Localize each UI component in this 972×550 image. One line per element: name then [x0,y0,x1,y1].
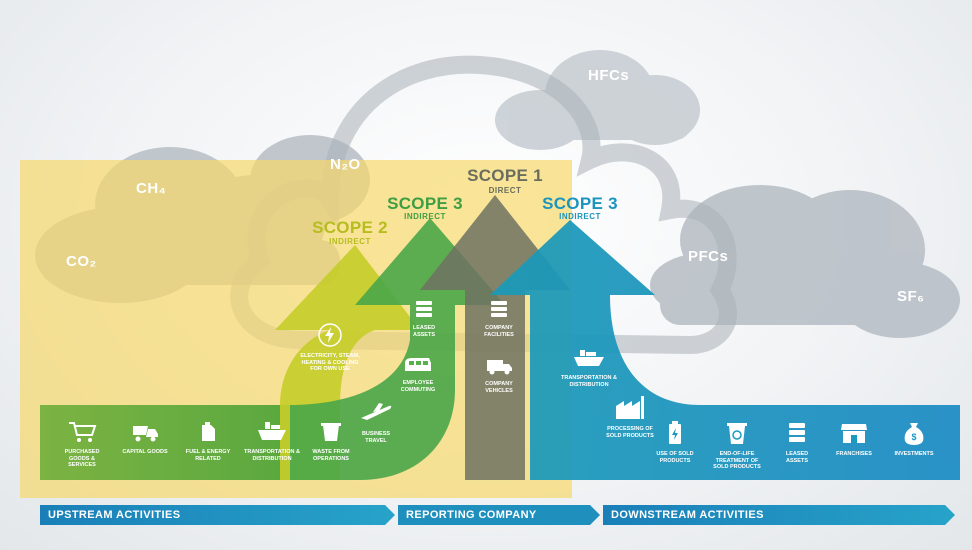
downstream-item-label: FRANCHISES [836,451,872,457]
upstream-item: BUSINESS TRAVEL [354,400,398,444]
upstream-item: PURCHASED GOODS & SERVICES [56,420,108,469]
downstream-activities-label: DOWNSTREAM ACTIVITIES [611,509,764,521]
money-bag-icon: $ [904,423,924,445]
van-icon [487,360,512,375]
scope3-upstream-title: SCOPE 3 [387,194,463,213]
building-icon [491,301,507,317]
upstream-item-label: PURCHASED GOODS & SERVICES [64,449,100,469]
downstream-item-label: USE OF SOLD PRODUCTS [656,451,694,464]
scope2-item: ELECTRICITY, STEAM, HEATING & COOLING FO… [298,322,362,373]
downstream-item: $ INVESTMENTS [888,420,940,458]
upstream-item-label: FUEL & ENERGY RELATED [185,449,231,462]
upstream-item: FUEL & ENERGY RELATED [183,420,233,462]
scope2-item-label: ELECTRICITY, STEAM, HEATING & COOLING FO… [300,353,360,373]
upstream-band [40,505,395,525]
battery-icon [669,421,681,444]
gas-sf6: SF₆ [897,288,925,305]
upstream-item-label: WASTE FROM OPERATIONS [312,449,350,462]
ship-icon [574,350,604,366]
storefront-icon [841,424,867,443]
upstream-item-label: TRANSPORTATION & DISTRIBUTION [243,449,300,462]
scope2-subtitle: INDIRECT [329,237,371,246]
scope3-upstream-item-label: LEASED ASSETS [412,325,436,338]
scope1-company-vehicles: COMPANY VEHICLES [475,356,523,394]
scope3-upstream-commuting: EMPLOYEE COMMUTING [392,355,444,393]
upstream-item: CAPITAL GOODS [122,420,168,456]
scope3-downstream-title: SCOPE 3 [542,194,618,213]
plane-icon [361,403,392,420]
upstream-item-label: CAPITAL GOODS [122,449,168,455]
lightning-icon [318,323,342,347]
scope3-downstream-subtitle: INDIRECT [559,212,601,221]
scope2-title: SCOPE 2 [312,218,388,237]
downstream-item: LEASED ASSETS [776,420,818,464]
downstream-band [603,505,955,525]
scope3-downstream-item-label: TRANSPORTATION & DISTRIBUTION [560,375,617,388]
scope1-title: SCOPE 1 [467,166,543,185]
gas-ch4: CH₄ [136,180,167,197]
ship-icon [258,422,286,440]
gas-co2: CO₂ [66,253,97,270]
scope1-item-label: COMPANY VEHICLES [485,381,513,394]
scope1-company-facilities: COMPANY FACILITIES [475,298,523,338]
downstream-item-label: END-OF-LIFE TREATMENT OF SOLD PRODUCTS [713,451,761,471]
upstream-item: WASTE FROM OPERATIONS [305,420,357,462]
gas-pfcs: PFCs [688,248,729,265]
waste-icon [321,423,341,441]
upstream-item: TRANSPORTATION & DISTRIBUTION [243,418,301,462]
downstream-item: USE OF SOLD PRODUCTS [654,420,696,464]
scope3-downstream-arrow [490,220,960,480]
downstream-item-label: PROCESSING OF SOLD PRODUCTS [606,426,654,439]
recycle-bin-icon [727,423,747,444]
reporting-company-label: REPORTING COMPANY [406,509,537,521]
fuel-can-icon [202,422,215,441]
truck-icon [133,426,158,442]
scope1-item-label: COMPANY FACILITIES [484,325,514,338]
train-icon [405,358,431,371]
factory-icon [616,396,644,419]
downstream-item-label: LEASED ASSETS [785,451,809,464]
downstream-item-label: INVESTMENTS [894,451,934,457]
upstream-item-label: BUSINESS TRAVEL [361,431,391,444]
upstream-activities-label: UPSTREAM ACTIVITIES [48,509,181,521]
downstream-item: FRANCHISES [830,420,878,458]
gas-n2o: N₂O [330,156,361,173]
building-icon [789,423,805,442]
downstream-item: END-OF-LIFE TREATMENT OF SOLD PRODUCTS [708,420,766,471]
building-icon [416,301,432,317]
svg-text:$: $ [911,432,916,442]
scope1-subtitle: DIRECT [488,186,522,195]
upstream-bar [40,405,290,480]
reporting-band [398,505,600,525]
scope3-downstream-transport: TRANSPORTATION & DISTRIBUTION [560,346,618,388]
gas-hfcs: HFCs [588,67,630,84]
scope3-upstream-subtitle: INDIRECT [404,212,446,221]
scope3-upstream-leased-assets: LEASED ASSETS [402,298,446,338]
downstream-item: PROCESSING OF SOLD PRODUCTS [600,393,660,439]
cart-icon [69,422,97,442]
scope3-upstream-item-label: EMPLOYEE COMMUTING [400,380,436,393]
